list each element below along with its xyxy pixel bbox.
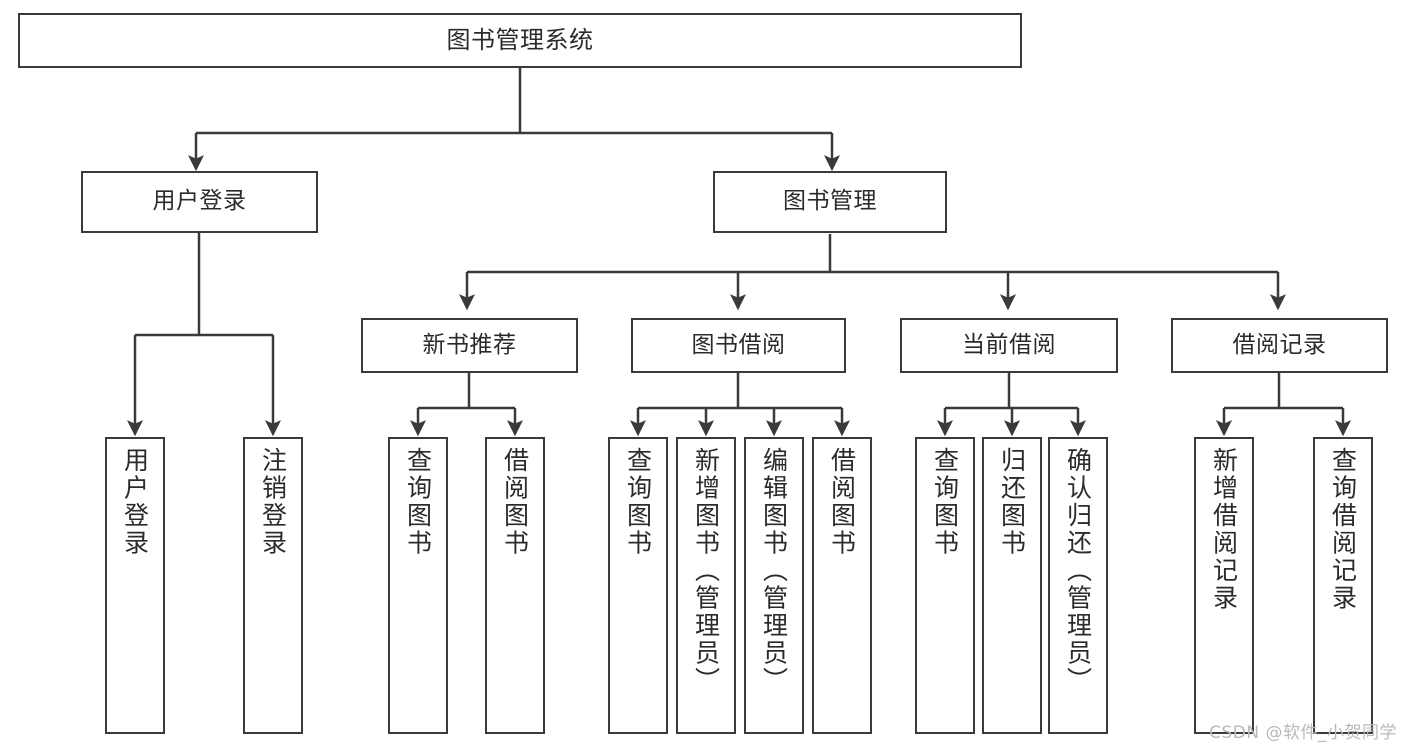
node-borrow-record[interactable]: 借阅记录 [1171,318,1388,373]
node-book-borrow[interactable]: 图书借阅 [631,318,846,373]
node-label: 借阅图书 [827,447,857,557]
node-label: 查询图书 [930,447,960,557]
node-label: 用户登录 [120,447,150,557]
node-leaf-query-book-3[interactable]: 查询图书 [915,437,975,734]
node-label: 查询图书 [623,447,653,557]
node-label: 新增图书（管理员） [691,447,721,695]
node-label: 用户登录 [152,188,247,215]
csdn-watermark: CSDN @软件_小贺同学 [1209,723,1397,743]
node-label: 归还图书 [997,447,1027,557]
node-leaf-query-book-2[interactable]: 查询图书 [608,437,668,734]
node-label: 新书推荐 [422,331,517,358]
node-label: 借阅图书 [500,447,530,557]
node-label: 图书管理系统 [446,26,594,55]
node-label: 当前借阅 [962,331,1056,358]
node-current-borrow[interactable]: 当前借阅 [900,318,1118,373]
node-leaf-borrow-book-2[interactable]: 借阅图书 [812,437,872,734]
node-label: 注销登录 [258,447,288,557]
node-book-manage[interactable]: 图书管理 [713,171,947,233]
node-leaf-query-record[interactable]: 查询借阅记录 [1313,437,1373,734]
node-label: 新增借阅记录 [1209,447,1239,612]
node-leaf-borrow-book-1[interactable]: 借阅图书 [485,437,545,734]
node-label: 编辑图书（管理员） [759,447,789,695]
node-leaf-query-book-1[interactable]: 查询图书 [388,437,448,734]
node-root-book-management-system[interactable]: 图书管理系统 [18,13,1022,68]
node-label: 查询借阅记录 [1328,447,1358,612]
node-user-login[interactable]: 用户登录 [81,171,318,233]
node-new-book-recommend[interactable]: 新书推荐 [361,318,578,373]
node-leaf-add-record[interactable]: 新增借阅记录 [1194,437,1254,734]
node-label: 图书借阅 [691,331,786,358]
node-leaf-user-login[interactable]: 用户登录 [105,437,165,734]
node-leaf-edit-book[interactable]: 编辑图书（管理员） [744,437,804,734]
node-label: 图书管理 [783,188,877,215]
node-leaf-confirm-return[interactable]: 确认归还（管理员） [1048,437,1108,734]
node-label: 借阅记录 [1232,331,1327,358]
node-leaf-return-book[interactable]: 归还图书 [982,437,1042,734]
node-leaf-add-book[interactable]: 新增图书（管理员） [676,437,736,734]
node-label: 确认归还（管理员） [1063,447,1093,695]
node-label: 查询图书 [403,447,433,557]
node-leaf-user-logout[interactable]: 注销登录 [243,437,303,734]
